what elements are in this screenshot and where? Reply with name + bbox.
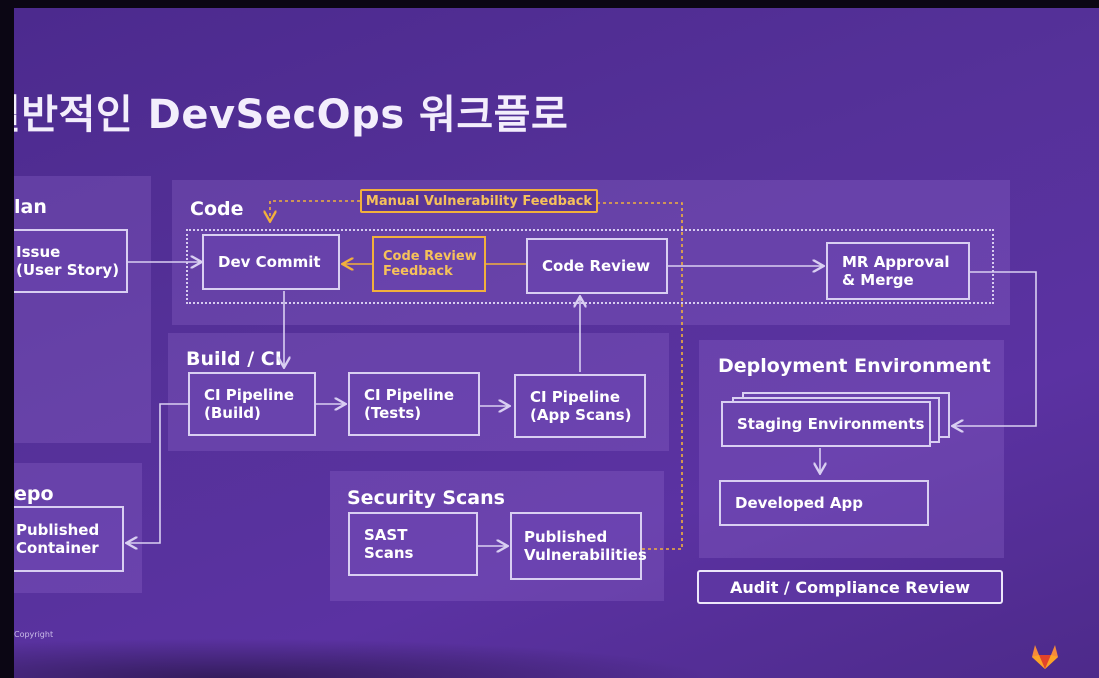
gitlab-logo-icon xyxy=(1032,645,1058,669)
ci-tests-label: CI Pipeline (Tests) xyxy=(364,386,454,422)
staging-environments-box: Staging Environments xyxy=(721,401,931,447)
copyright-text: Copyright xyxy=(14,630,54,639)
code-panel-label: Code xyxy=(190,198,244,220)
build-panel: Build / CI xyxy=(168,333,669,451)
issue-box: Issue (User Story) xyxy=(14,229,128,293)
mr-approval-box: MR Approval & Merge xyxy=(826,242,970,300)
code-review-box: Code Review xyxy=(526,238,668,294)
developed-app-box: Developed App xyxy=(719,480,929,526)
manual-vulnerability-feedback-label: Manual Vulnerability Feedback xyxy=(360,189,598,213)
audit-compliance-review-box: Audit / Compliance Review xyxy=(697,570,1003,604)
sast-scans-box: SAST Scans xyxy=(348,512,478,576)
security-panel-label: Security Scans xyxy=(347,487,505,509)
build-panel-label: Build / CI xyxy=(186,348,282,370)
connector-lines xyxy=(14,200,1037,678)
sast-scans-label: SAST Scans xyxy=(364,526,414,562)
dev-commit-label: Dev Commit xyxy=(218,253,321,271)
staging-environments-label: Staging Environments xyxy=(737,415,925,433)
mr-approval-label: MR Approval & Merge xyxy=(842,253,950,289)
published-container-box: Published Container xyxy=(14,506,124,572)
plan-panel-label: lan xyxy=(14,196,47,218)
ci-tests-box: CI Pipeline (Tests) xyxy=(348,372,480,436)
ci-build-label: CI Pipeline (Build) xyxy=(204,386,294,422)
ci-scans-box: CI Pipeline (App Scans) xyxy=(514,374,646,438)
developed-app-label: Developed App xyxy=(735,494,863,512)
deploy-panel-label: Deployment Environment xyxy=(718,355,991,377)
code-review-feedback-label: Code Review Feedback xyxy=(383,249,477,279)
audience-shadow xyxy=(14,638,714,678)
code-flow-region xyxy=(186,229,994,304)
code-review-feedback-box: Code Review Feedback xyxy=(372,236,486,292)
slide: 일반적인 DevSecOps 워크플로 lan Code Build / CI … xyxy=(14,8,1099,678)
slide-title: 일반적인 DevSecOps 워크플로 xyxy=(14,92,569,138)
plan-panel: lan xyxy=(14,176,151,443)
dev-commit-box: Dev Commit xyxy=(202,234,340,290)
published-vulnerabilities-box: Published Vulnerabilities xyxy=(510,512,647,580)
issue-label: Issue (User Story) xyxy=(16,243,120,279)
published-vulnerabilities-label: Published Vulnerabilities xyxy=(524,528,647,564)
ci-scans-label: CI Pipeline (App Scans) xyxy=(530,388,632,424)
repo-panel-label: epo xyxy=(14,483,54,505)
published-container-label: Published Container xyxy=(16,521,100,557)
ci-build-box: CI Pipeline (Build) xyxy=(188,372,316,436)
code-review-label: Code Review xyxy=(542,257,651,275)
deploy-panel: Deployment Environment xyxy=(699,340,1004,558)
